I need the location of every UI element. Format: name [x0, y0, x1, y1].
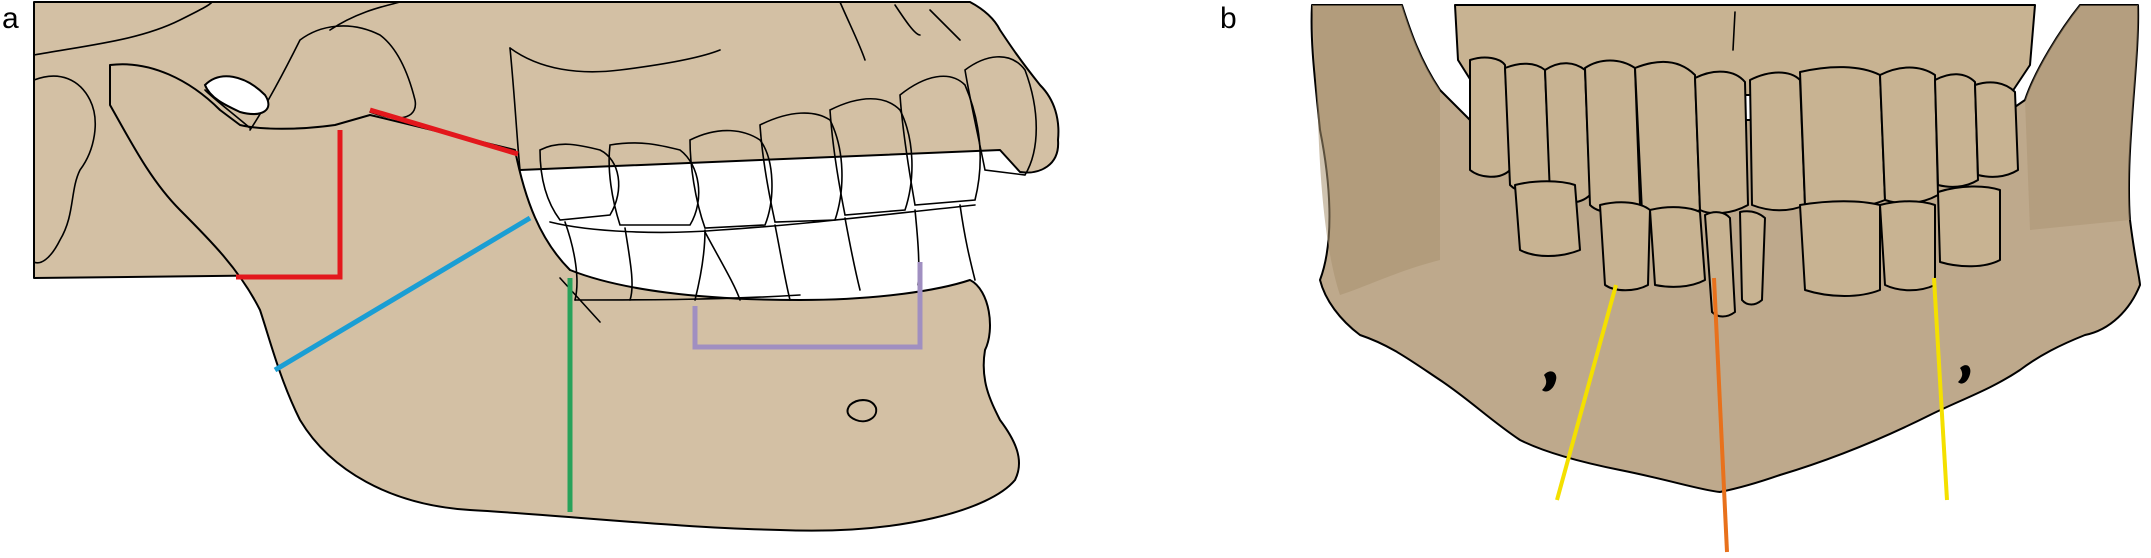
measure-left-yellow: [1555, 284, 1618, 501]
panel-label-b: b: [1220, 2, 1237, 35]
orbital-line: [509, 47, 721, 73]
panel-a-lateral-skull-view: [33, 1, 1060, 532]
lateral-teeth: [539, 56, 1037, 323]
zygomatic-arch-line: [33, 1, 213, 56]
frontal-teeth: [1469, 56, 2019, 318]
sigmoid-notch-hole: [203, 75, 270, 115]
frontal-midline: [1732, 11, 1736, 51]
panel-b-frontal-mandible-view: [1310, 4, 2141, 553]
condyle-outline: [33, 75, 96, 264]
condyle-outline: [204, 89, 251, 129]
mandible-body: [109, 63, 1020, 532]
panel-label-a: a: [2, 2, 19, 35]
frontal-ramus-shading-right: [2025, 5, 2139, 230]
skull-line: [894, 4, 921, 36]
mental-foramen-left: [1542, 371, 1557, 392]
mental-foramen-right: [1958, 365, 1971, 384]
measure-midline-orange: [1712, 277, 1729, 553]
measure-right-yellow: [1932, 277, 1949, 501]
skull-line: [929, 9, 961, 41]
mental-foramen: [846, 399, 878, 423]
skull-line: [839, 1, 866, 61]
zygomatic-arch-line: [329, 1, 401, 31]
zygomatic-arch-line: [249, 25, 417, 131]
skull-line: [509, 47, 521, 171]
measure-molar-purple: [692, 262, 923, 350]
measure-condyle-red: [369, 107, 519, 157]
measure-gonial-blue: [273, 215, 532, 373]
frontal-ramus-shading-left: [1312, 5, 1440, 295]
measure-ramus-red: [236, 130, 343, 280]
